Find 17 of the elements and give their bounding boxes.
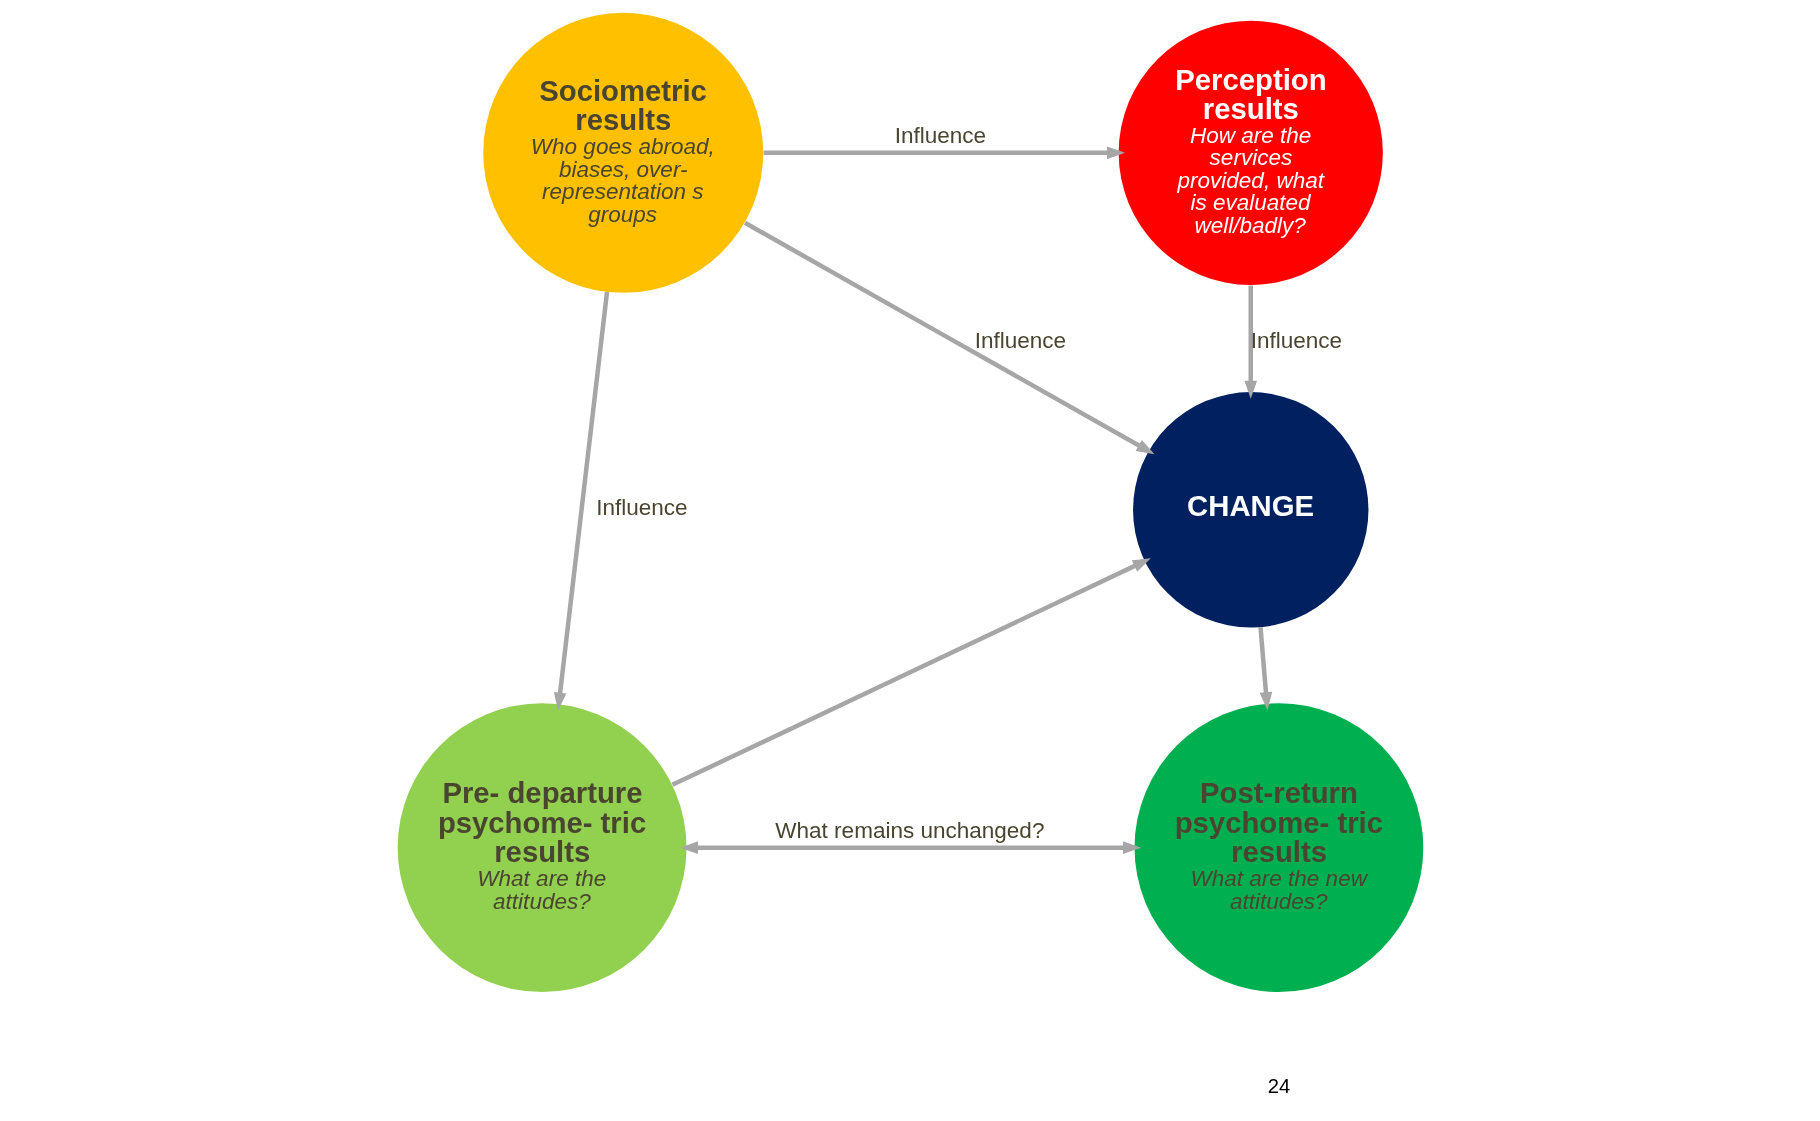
arrow — [743, 220, 1154, 455]
edge-label: Influence — [1250, 328, 1342, 354]
edge-label: Influence — [894, 122, 986, 148]
node-circle: Pre- departure psychome- tric results What are the attitudes? — [397, 703, 686, 993]
node-circle: Perception results How are the services provided, what is evaluated well/badly? — [1118, 20, 1383, 285]
arrow — [1257, 627, 1272, 711]
node-circle: Post-return psychome- tric results What are the new attitudes? — [1134, 703, 1423, 993]
node-circle: Sociometric results Who goes abroad, biases, over- representation s groups — [482, 12, 763, 293]
arrow — [670, 558, 1151, 787]
arrow — [763, 146, 1125, 160]
arrow — [553, 291, 609, 711]
arrow — [679, 841, 1141, 854]
arrow — [1243, 285, 1257, 399]
edge-label: What remains unchanged? — [774, 817, 1044, 843]
edge-label: Influence — [974, 328, 1066, 354]
edge-label: Influence — [595, 495, 688, 521]
label: 24 — [1267, 1074, 1290, 1097]
